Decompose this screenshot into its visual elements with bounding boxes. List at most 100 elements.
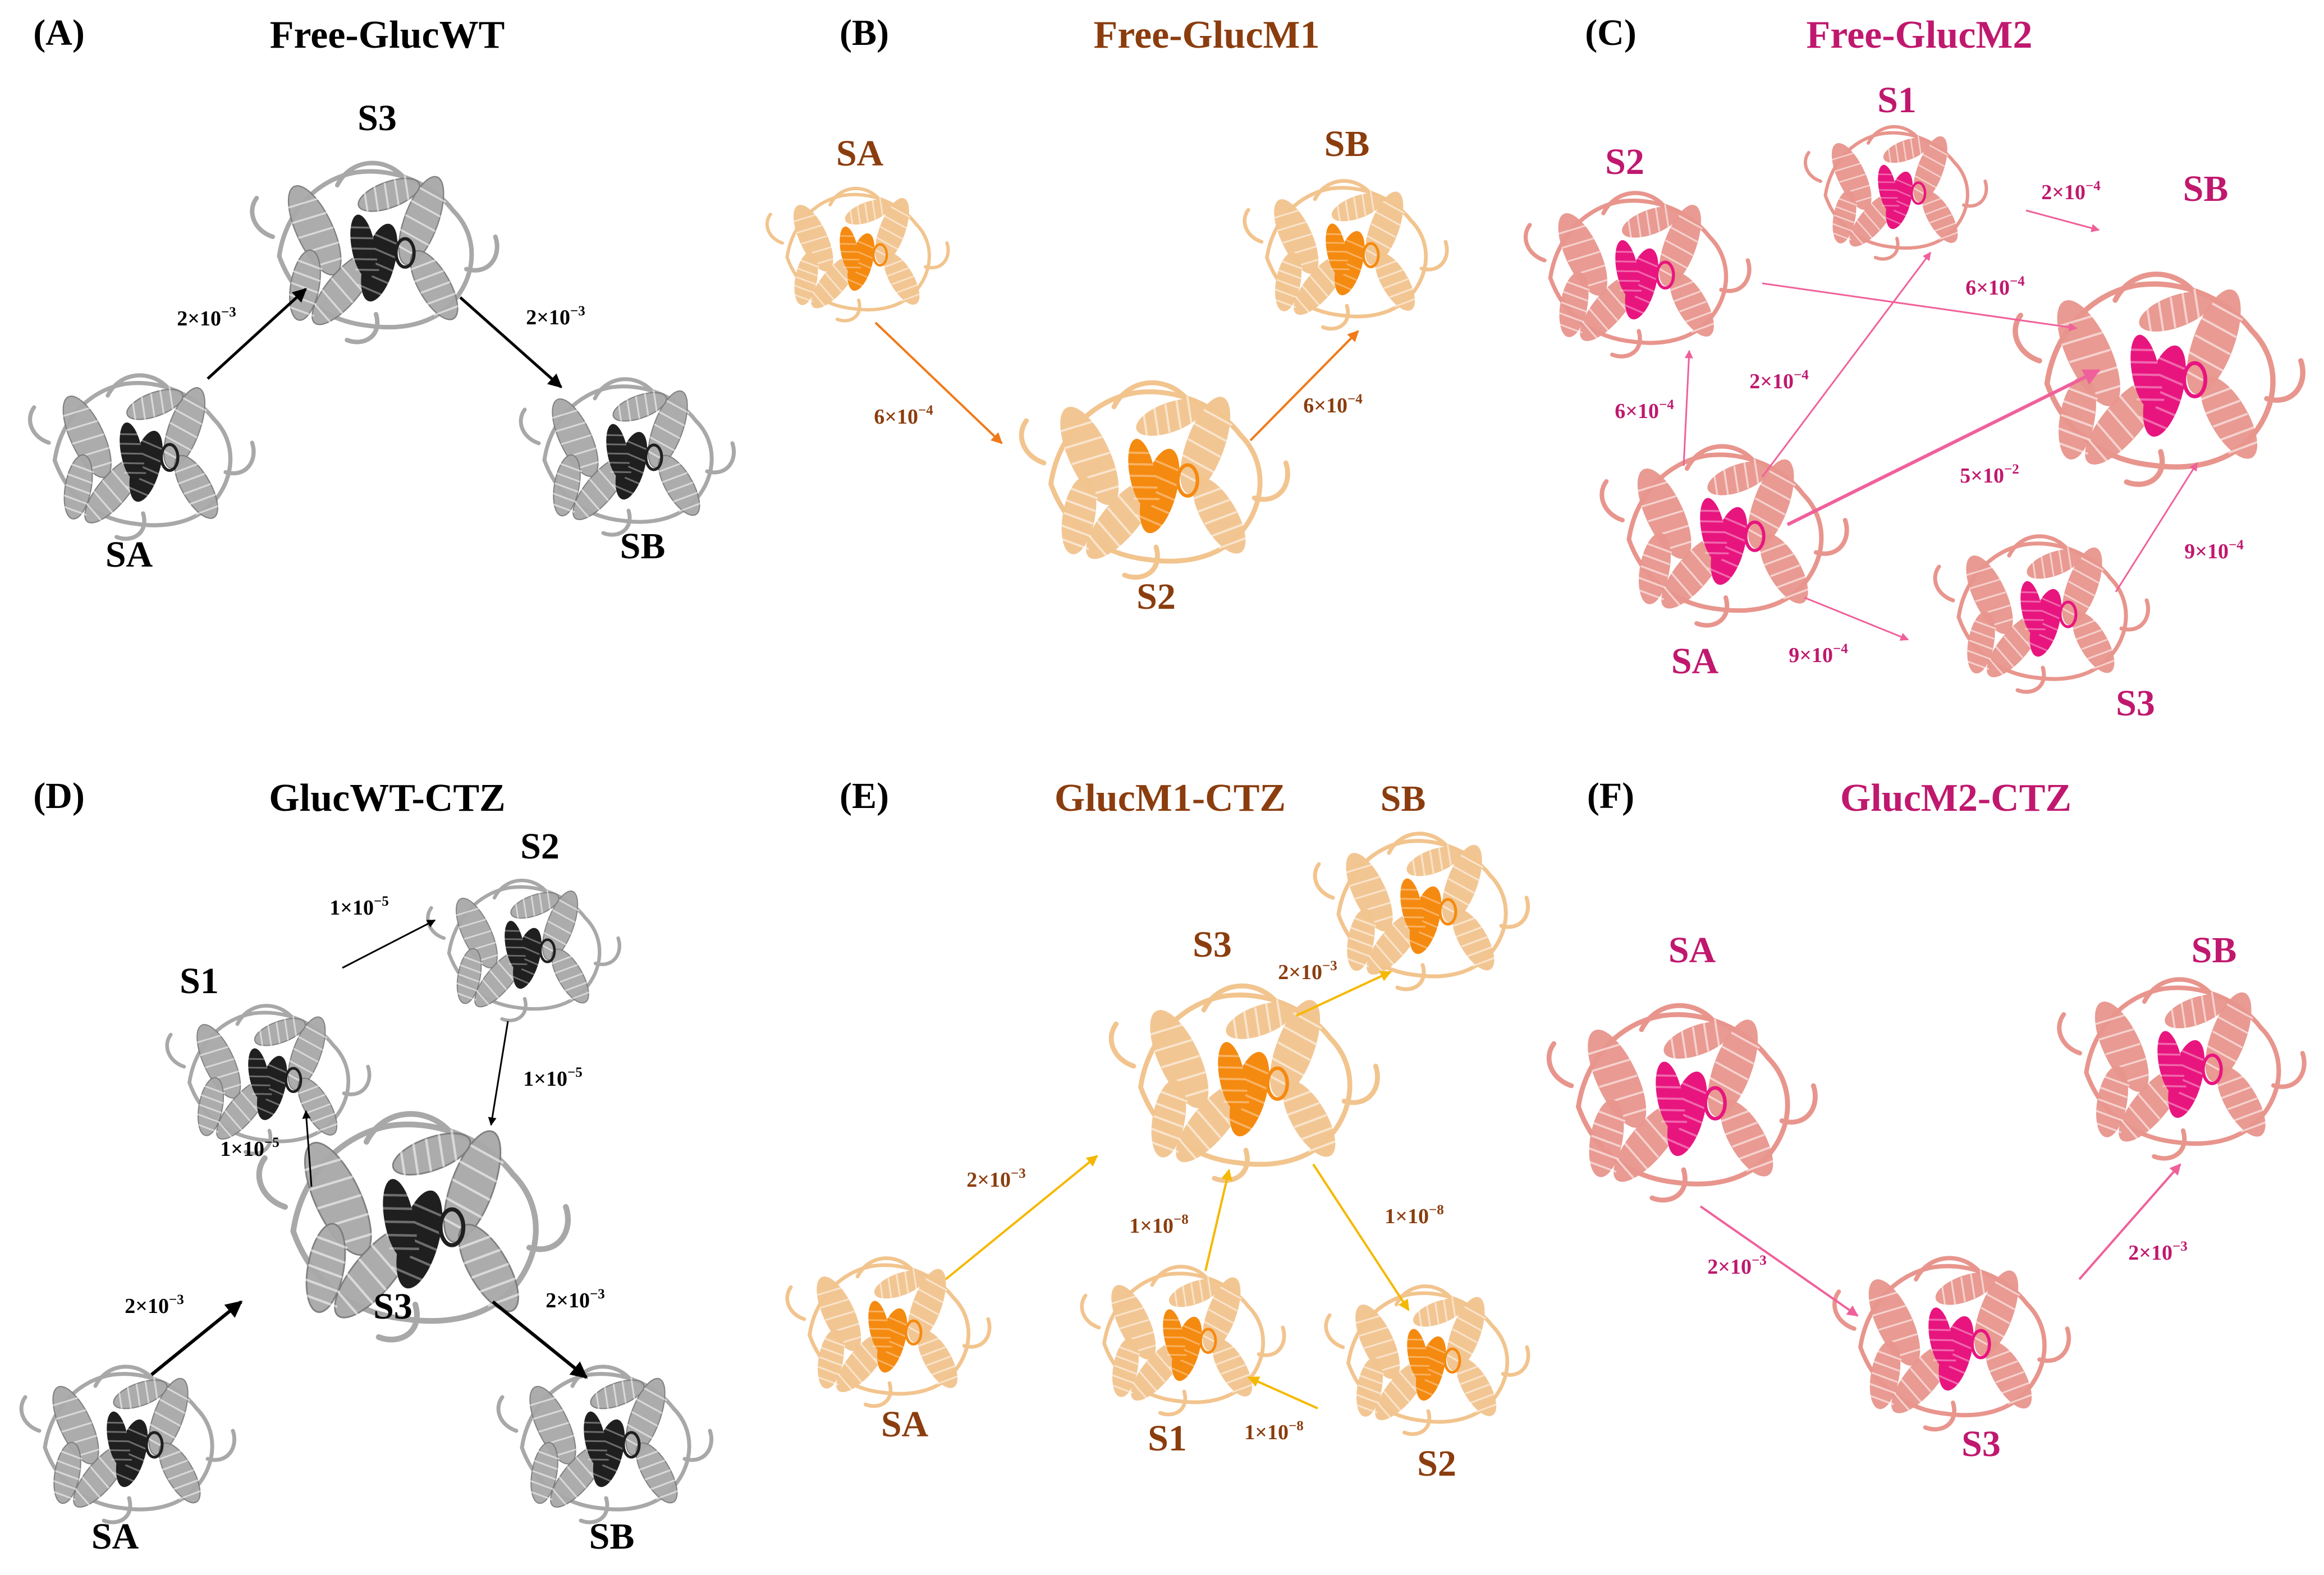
panel-a-title: Free-GlucWT	[270, 13, 505, 57]
panel-e-title: GlucM1-CTZ	[1055, 777, 1286, 820]
panel-c-state-sb: SB	[2183, 168, 2229, 209]
panel-c-structure-s1	[1803, 125, 1988, 261]
panel-d-rate-s1-to-s2: 1×10−5	[329, 894, 388, 920]
panel-b-rate-s2-to-sb: 6×10−4	[1303, 392, 1363, 417]
panel-d-state-sa: SA	[91, 1516, 139, 1557]
panel-e-rate-s1-to-s3: 1×10−8	[1129, 1212, 1188, 1238]
panel-d-state-s3: S3	[373, 1286, 412, 1327]
panel-c-rate-s3-to-sb: 9×10−4	[2184, 538, 2244, 563]
panel-d-state-s1: S1	[180, 961, 219, 1002]
panel-c-rate-sa-to-s3: 9×10−4	[1789, 641, 1848, 667]
panel-f-rate-sa-to-s3: 2×10−3	[1707, 1253, 1766, 1279]
panel-b-arrow-sa-to-s2	[874, 322, 1003, 444]
panel-e-rate-sa-to-s3: 2×10−3	[966, 1166, 1025, 1192]
panel-d-rate-sa-to-s3: 2×10−3	[125, 1292, 184, 1318]
panel-b-state-sa: SA	[836, 133, 884, 174]
panel-c-structure-sb	[2013, 271, 2305, 487]
panel-c-structure-s2	[1523, 191, 1752, 359]
panel-c-arrow-sa-to-s1	[1761, 251, 1932, 477]
panel-b-title: Free-GlucM1	[1094, 13, 1320, 57]
panel-d-arrow-s3-to-sb	[492, 1300, 588, 1379]
panel-c-state-sa: SA	[1671, 641, 1719, 682]
panel-e-arrow-s3-to-sb	[1296, 971, 1392, 1017]
panel-a-arrow-sa-to-s3	[207, 288, 307, 380]
panel-d-state-sb: SB	[589, 1516, 635, 1557]
panel-e-state-s2: S2	[1417, 1443, 1456, 1484]
panel-f-state-sa: SA	[1668, 930, 1716, 971]
panel-c-title: Free-GlucM2	[1807, 13, 2033, 57]
panel-e-letter: (E)	[840, 775, 889, 816]
panel-e-arrow-s2-to-s1	[1248, 1376, 1318, 1409]
protein-structures	[19, 125, 2307, 1525]
panel-c-state-s3: S3	[2116, 683, 2155, 724]
panel-d-structure-s2	[426, 879, 621, 1022]
panel-d-arrow-s1-to-s2	[342, 919, 436, 969]
panel-e-rate-s3-to-sb: 2×10−3	[1278, 958, 1337, 984]
panel-c-arrow-sa-to-sb	[1786, 369, 2101, 526]
panel-e-arrow-s3-to-s2	[1312, 1163, 1410, 1311]
panel-b-structure-s2	[1019, 380, 1290, 580]
panel-a-state-sb: SB	[620, 526, 666, 567]
panel-c-state-s1: S1	[1877, 80, 1917, 121]
panel-e-state-s3: S3	[1193, 924, 1232, 965]
panel-a-state-sa: SA	[106, 534, 153, 575]
panel-c-rate-sa-to-sb: 5×10−2	[1960, 462, 2019, 488]
panel-d-arrow-sa-to-s3	[150, 1300, 243, 1376]
panel-f-rate-s3-to-sb: 2×10−3	[2128, 1239, 2187, 1265]
panel-a-structure-sb	[519, 377, 736, 537]
panel-e-structure-sb	[1313, 832, 1530, 991]
panel-c-rate-s2-to-sb: 6×10−4	[1965, 274, 2025, 300]
panel-f-state-sb: SB	[2192, 930, 2237, 971]
panel-d-rate-s3-to-sb: 2×10−3	[546, 1287, 604, 1312]
panel-e-structure-s2	[1324, 1284, 1530, 1436]
panel-c-arrow-s2-to-sb	[1762, 282, 2078, 332]
panel-b-letter: (B)	[840, 12, 889, 53]
panel-f-state-s3: S3	[1961, 1424, 2001, 1464]
panel-b-structure-sb	[1243, 179, 1449, 331]
panel-a-rate-s3-to-sb: 2×10−3	[526, 304, 585, 329]
panel-c-arrow-sa-to-s2	[1683, 350, 1693, 466]
panel-c-structure-s3	[1933, 534, 2151, 694]
panel-f-structure-sb	[2057, 977, 2307, 1161]
panel-e-rate-s2-to-s1: 1×10−8	[1244, 1418, 1303, 1444]
panel-a-state-s3: S3	[357, 98, 397, 139]
panel-d-structure-sa	[19, 1365, 237, 1525]
panel-e-rate-s3-to-s2: 1×10−8	[1385, 1202, 1443, 1228]
panel-e-arrow-sa-to-s3	[945, 1155, 1098, 1280]
panel-d-rate-s3-to-s1: 1×10−5	[220, 1135, 279, 1161]
panel-b-rate-sa-to-s2: 6×10−4	[874, 403, 933, 429]
panel-d-structure-sb	[496, 1365, 714, 1525]
panel-e-structure-s1	[1080, 1265, 1286, 1417]
panel-d-title: GlucWT-CTZ	[269, 777, 505, 820]
panel-c-letter: (C)	[1585, 12, 1637, 53]
panel-c-arrow-s3-to-sb	[2115, 462, 2198, 593]
panel-f-letter: (F)	[1587, 775, 1634, 816]
panel-d-arrow-s2-to-s3	[488, 1021, 509, 1126]
panel-a-structure-sa	[27, 373, 256, 541]
panel-b-arrow-s2-to-sb	[1249, 330, 1359, 442]
panel-a-rate-sa-to-s3: 2×10−3	[177, 305, 236, 330]
transition-arrows	[150, 209, 2198, 1409]
panel-b-state-sb: SB	[1324, 123, 1370, 164]
panel-c-rate-sa-to-s1: 2×10−4	[1749, 368, 1809, 393]
panel-b-structure-sa	[765, 186, 950, 323]
panel-d-structure-s3	[256, 1111, 571, 1343]
panel-d-arrow-s3-to-s1	[302, 1110, 313, 1187]
panel-f-title: GlucM2-CTZ	[1840, 777, 2071, 820]
panel-e-state-sa: SA	[881, 1404, 929, 1445]
panel-b-state-s2: S2	[1136, 576, 1176, 617]
panel-c-arrow-sa-to-s3	[1804, 596, 1909, 641]
panel-e-arrow-s1-to-s3	[1204, 1169, 1232, 1271]
panel-c-rate-sa-to-s2: 6×10−4	[1615, 397, 1674, 423]
panel-c-structure-sa	[1599, 444, 1849, 628]
panel-f-arrow-s3-to-sb	[2078, 1163, 2181, 1280]
panel-d-rate-s2-to-s3: 1×10−5	[523, 1065, 582, 1091]
panel-f-structure-sa	[1546, 1003, 1818, 1203]
panel-d-structure-s1	[165, 1004, 372, 1156]
panel-c-state-s2: S2	[1605, 141, 1644, 182]
panel-d-state-s2: S2	[520, 826, 560, 867]
panel-e-state-s1: S1	[1148, 1418, 1187, 1459]
